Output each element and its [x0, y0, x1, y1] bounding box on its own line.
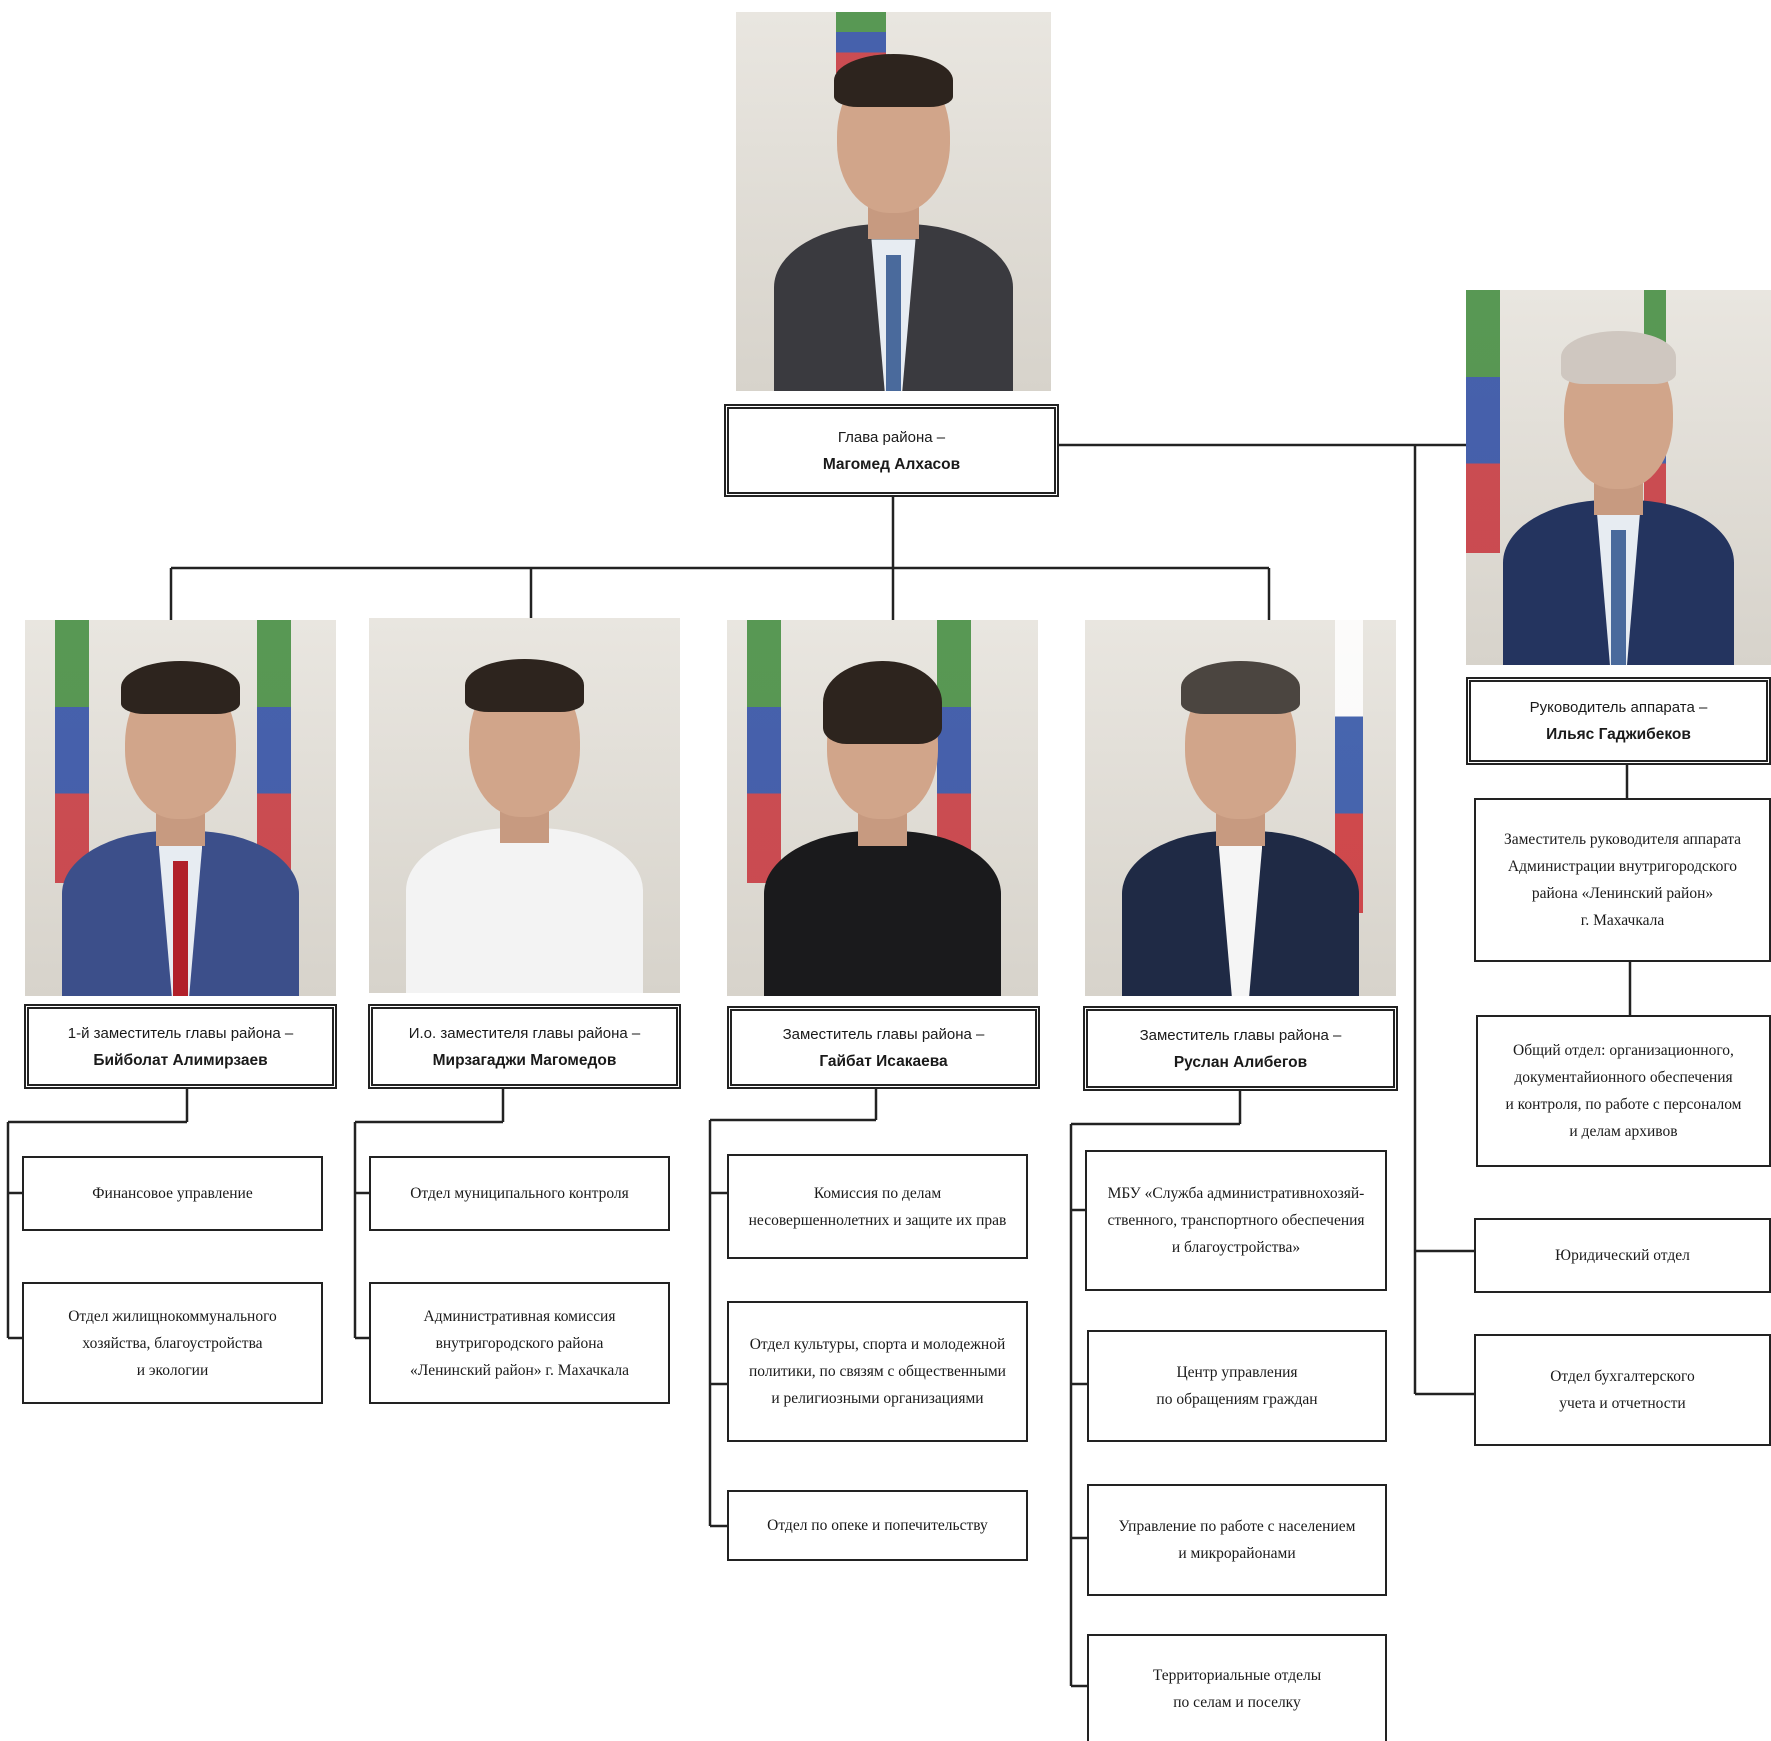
text-line: учета и отчетности [1559, 1395, 1686, 1412]
deputy-1-role: 1-й заместитель главы района – [67, 1024, 294, 1042]
text-line: Отдел бухгалтерского [1550, 1368, 1695, 1385]
guardianship-department-box: Отдел по опеке и попечительству [727, 1490, 1028, 1561]
deputy-chief-of-staff-box: Заместитель руководителя аппарата Админи… [1474, 798, 1771, 962]
general-department-box: Общий отдел: организационного, документа… [1476, 1015, 1771, 1167]
text-line: г. Махачкала [1580, 912, 1665, 929]
text-line: Комиссия по делам [813, 1184, 942, 1202]
text-line: МБУ «Служба административнохозяй- [1107, 1185, 1365, 1202]
text-line: Отдел муниципального контроля [410, 1185, 629, 1202]
head-role: Глава района – [837, 428, 946, 446]
finance-department-box: Финансовое управление [22, 1156, 323, 1231]
chief-of-staff-photo [1466, 290, 1771, 665]
text-line: и религиозными организациями [771, 1390, 984, 1407]
head-photo [736, 12, 1051, 391]
text-line: Административная комиссия [423, 1307, 616, 1325]
deputy-3-name: Гайбат Исакаева [819, 1052, 948, 1070]
text-line: Юридический отдел [1555, 1247, 1690, 1264]
citizen-appeals-center-box: Центр управления по обращениям граждан [1087, 1330, 1387, 1442]
deputy-2-photo [369, 618, 680, 993]
text-line: внутригородского района [435, 1334, 604, 1352]
deputy-2-name: Мирзагаджи Магомедов [432, 1051, 617, 1069]
population-work-box: Управление по работе с населением и микр… [1087, 1484, 1387, 1596]
minors-commission-box: Комиссия по делам несовершеннолетних и з… [727, 1154, 1028, 1259]
text-line: Центр управления [1176, 1364, 1298, 1381]
text-line: Отдел культуры, спорта и молодежной [749, 1336, 1006, 1353]
chief-of-staff-box: Руководитель аппарата – Ильяс Гаджибеков [1466, 677, 1771, 765]
text-line: Заместитель руководителя аппарата [1503, 831, 1742, 848]
service-agency-box: МБУ «Служба административнохозяй- ственн… [1085, 1150, 1387, 1291]
text-line: несовершеннолетних и защите их прав [748, 1211, 1007, 1229]
deputy-4-name: Руслан Алибегов [1173, 1053, 1308, 1071]
text-line: по селам и поселку [1173, 1693, 1301, 1711]
text-line: и контроля, по работе с персоналом [1505, 1096, 1742, 1113]
text-line: района «Ленинский район» [1531, 885, 1714, 902]
territorial-departments-box: Территориальные отделы по селам и поселк… [1087, 1634, 1387, 1741]
deputy-1-photo [25, 620, 336, 996]
deputy-3-role: Заместитель главы района – [782, 1025, 985, 1043]
municipal-control-box: Отдел муниципального контроля [369, 1156, 670, 1231]
text-line: Финансовое управление [92, 1185, 253, 1202]
deputy-4-photo [1085, 620, 1396, 996]
admin-commission-box: Административная комиссия внутригородско… [369, 1282, 670, 1404]
text-line: политики, по связям с общественными [749, 1363, 1006, 1380]
text-line: Администрации внутригородского [1507, 858, 1738, 875]
accounting-department-box: Отдел бухгалтерского учета и отчетности [1474, 1334, 1771, 1446]
head-name: Магомед Алхасов [822, 455, 961, 473]
legal-department-box: Юридический отдел [1474, 1218, 1771, 1293]
text-line: и делам архивов [1569, 1123, 1678, 1140]
deputy-4-box: Заместитель главы района – Руслан Алибег… [1083, 1006, 1398, 1091]
text-line: Управление по работе с населением [1118, 1518, 1356, 1535]
chief-of-staff-role: Руководитель аппарата – [1529, 699, 1708, 716]
chief-of-staff-name: Ильяс Гаджибеков [1546, 726, 1691, 743]
text-line: и благоустройства» [1171, 1239, 1301, 1256]
text-line: ственного, транспортного обеспечения [1107, 1212, 1365, 1229]
deputy-4-role: Заместитель главы района – [1139, 1026, 1342, 1044]
text-line: Общий отдел: организационного, [1513, 1042, 1734, 1059]
text-line: Отдел жилищнокоммунального [68, 1307, 277, 1325]
text-line: документайионного обеспечения [1514, 1069, 1733, 1086]
text-line: хозяйства, благоустройства [82, 1334, 263, 1352]
text-line: и экологии [136, 1361, 209, 1379]
deputy-3-photo [727, 620, 1038, 996]
text-line: и микрорайонами [1178, 1545, 1296, 1562]
housing-department-box: Отдел жилищнокоммунального хозяйства, бл… [22, 1282, 323, 1404]
deputy-1-box: 1-й заместитель главы района – Бийболат … [24, 1004, 337, 1089]
text-line: по обращениям граждан [1156, 1391, 1318, 1408]
deputy-2-box: И.о. заместителя главы района – Мирзагад… [368, 1004, 681, 1089]
head-box: Глава района – Магомед Алхасов [724, 404, 1059, 497]
text-line: «Ленинский район» г. Махачкала [410, 1361, 629, 1379]
text-line: Отдел по опеке и попечительству [767, 1517, 988, 1534]
deputy-1-name: Бийболат Алимирзаев [93, 1051, 268, 1069]
deputy-2-role: И.о. заместителя главы района – [408, 1024, 641, 1042]
deputy-3-box: Заместитель главы района – Гайбат Исакае… [727, 1006, 1040, 1089]
culture-department-box: Отдел культуры, спорта и молодежной поли… [727, 1301, 1028, 1442]
text-line: Территориальные отделы [1152, 1666, 1322, 1684]
